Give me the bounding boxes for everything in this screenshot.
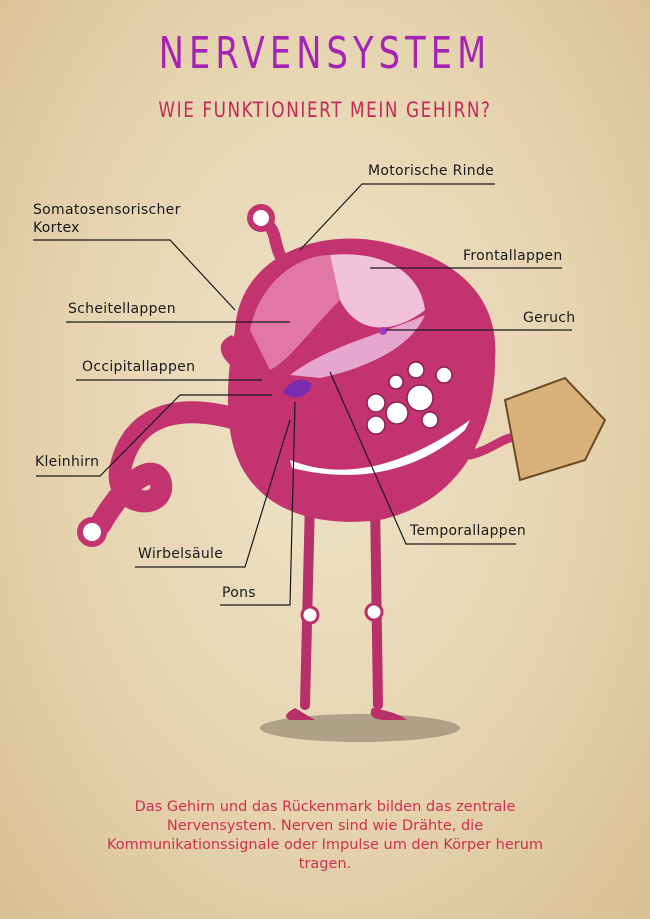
poster-subtitle: WIE FUNKTIONIERT MEIN GEHIRN? — [158, 98, 492, 122]
label-pons: Pons — [222, 585, 256, 601]
label-motorische-rinde: Motorische Rinde — [368, 163, 495, 179]
label-occipitallappen: Occipitallappen — [82, 359, 196, 375]
label-geruch: Geruch — [523, 310, 576, 326]
label-scheitellappen: Scheitellappen — [68, 301, 176, 317]
label-wirbelsaeule: Wirbelsäule — [138, 546, 224, 562]
label-somatosensorischer: Somatosensorischer — [33, 202, 181, 218]
label-temporallappen: Temporallappen — [410, 523, 527, 539]
label-kleinhirn: Kleinhirn — [35, 454, 100, 470]
label-kortex: Kortex — [33, 220, 80, 236]
label-frontallappen: Frontallappen — [463, 248, 563, 264]
description-text: Das Gehirn und das Rückenmark bilden das… — [106, 799, 544, 872]
poster-title: NERVENSYSTEM — [158, 28, 492, 79]
